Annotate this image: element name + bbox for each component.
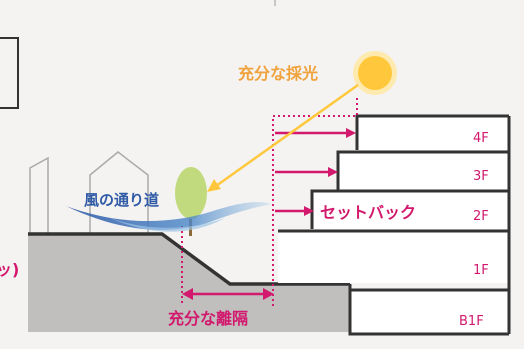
floor-label-1f: 1F (473, 263, 489, 278)
house-left (29, 156, 49, 235)
ground (28, 234, 350, 332)
floor-label-2f: 2F (473, 209, 489, 224)
wind-stream-lower (110, 218, 225, 232)
floor-label-4f: 4F (473, 131, 489, 146)
wind-path-label: 風の通り道 (84, 191, 159, 209)
setback-label: セットバック (320, 203, 416, 222)
sunlight-arrow (207, 83, 359, 192)
setback-arrows (275, 128, 356, 216)
tree (175, 167, 207, 219)
floor-label-3f: 3F (473, 169, 489, 184)
floor-3f (338, 152, 509, 190)
sunlight-label: 充分な採光 (238, 64, 318, 83)
floor-4f (357, 116, 509, 150)
sun-icon (358, 56, 392, 90)
floor-label-b1f: B1F (459, 314, 484, 329)
floor-b1f (350, 290, 509, 334)
ground-outline (28, 232, 350, 286)
separation-arrow (182, 288, 274, 300)
floor-1f (278, 231, 509, 283)
separation-label: 充分な離隔 (168, 309, 248, 328)
edge-label-fragment: ッ) (0, 260, 19, 279)
wind-stream (66, 202, 272, 230)
floor-2f (312, 191, 509, 229)
building-outline (278, 114, 509, 336)
left-edge-frame (0, 37, 19, 109)
